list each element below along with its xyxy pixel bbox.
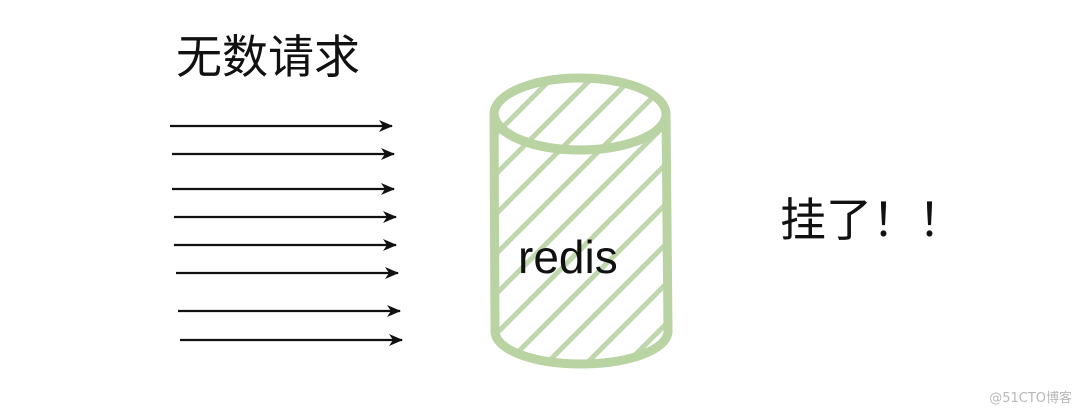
requests-label: 无数请求 [176,30,360,84]
cylinder-hatching [494,80,668,364]
redis-cylinder [489,73,673,369]
request-arrows [170,120,403,346]
status-label: 挂了！！ [780,193,964,247]
redis-label: redis [518,231,618,283]
watermark: @51CTO博客 [989,391,1072,406]
